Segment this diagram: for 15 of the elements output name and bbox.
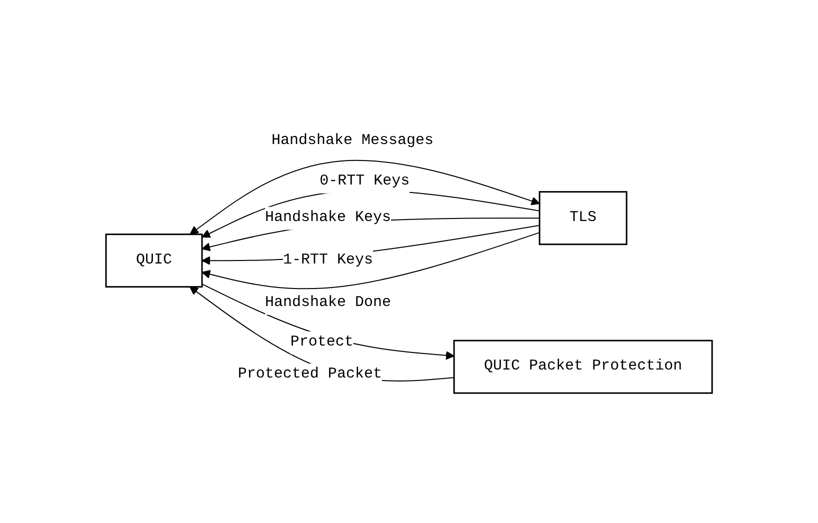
node-box: TLS bbox=[538, 191, 628, 246]
edge-label: Protect bbox=[290, 333, 354, 350]
node-box: QUIC bbox=[105, 234, 203, 288]
edge-label: Protected Packet bbox=[238, 366, 382, 383]
node-box: QUIC Packet Protection bbox=[453, 340, 713, 394]
edge-label: Handshake Keys bbox=[264, 208, 391, 226]
edge-label: 1-RTT Keys bbox=[282, 251, 373, 268]
edge-label: 0-RTT Keys bbox=[320, 172, 410, 190]
edge-label: Handshake Messages bbox=[271, 132, 434, 149]
arrow bbox=[190, 160, 540, 234]
arrow bbox=[202, 190, 540, 238]
arrow bbox=[202, 232, 540, 290]
arrow bbox=[201, 283, 454, 360]
edge-label: Handshake Done bbox=[264, 294, 391, 311]
arrow bbox=[189, 286, 454, 382]
